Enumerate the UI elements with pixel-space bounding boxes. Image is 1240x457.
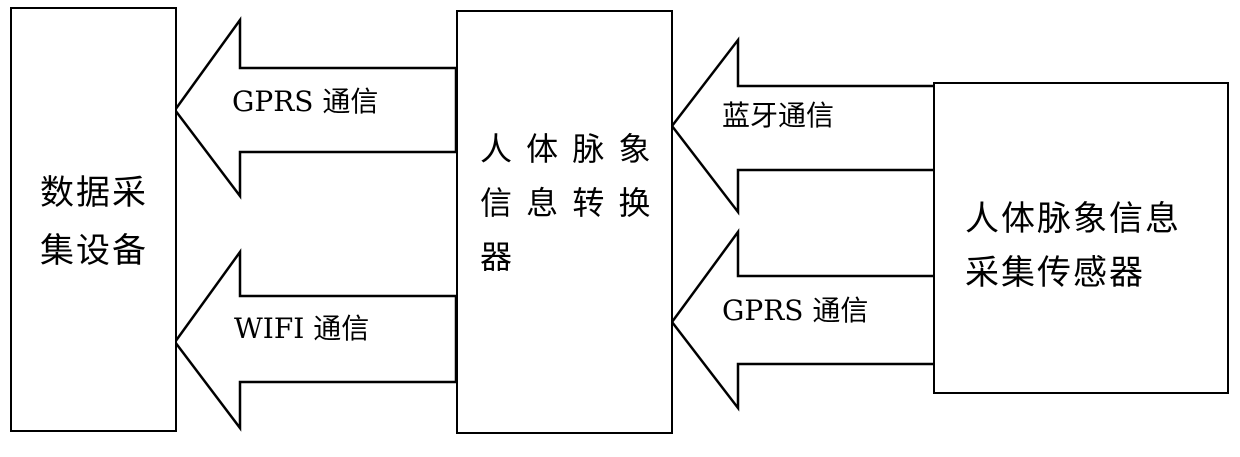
converter-label: 人 体 脉 象 信 息 转 换 器 bbox=[480, 122, 653, 284]
bluetooth-right-label: 蓝牙通信 bbox=[722, 100, 834, 132]
gprs-left-label: GPRS 通信 bbox=[232, 86, 378, 118]
sensor-box: 人体脉象信息 采集传感器 bbox=[933, 82, 1229, 394]
gprs-right-label: GPRS 通信 bbox=[722, 295, 868, 327]
wifi-left-label: WIFI 通信 bbox=[234, 313, 369, 345]
converter-box: 人 体 脉 象 信 息 转 换 器 bbox=[456, 10, 673, 434]
data-device-label: 数据采 集设备 bbox=[40, 164, 148, 280]
data-device-box: 数据采 集设备 bbox=[10, 7, 177, 432]
sensor-label: 人体脉象信息 采集传感器 bbox=[965, 192, 1181, 300]
